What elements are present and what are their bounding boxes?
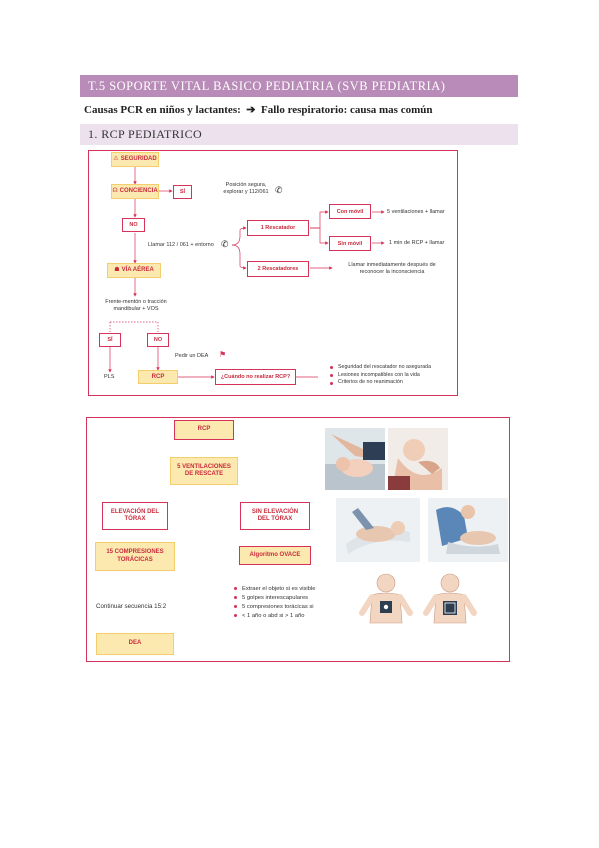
chest-thrust-illustration [428,498,508,562]
list-item: Lesiones incompatibles con la vida [330,372,431,380]
via-aerea-box: ☗ VÍA AÉREA [107,263,161,278]
seguridad-box: ⚠ SEGURIDAD [111,152,159,167]
list-item: < 1 año o abd si > 1 año [234,612,315,621]
con-movil-box: Con móvil [329,204,371,219]
posicion-segura-text: Posición segura, explorar y 112/061 [223,182,269,196]
dea-box: DEA [96,633,174,655]
pedir-dea-text: Pedir un DEA [175,353,209,359]
child-hand-position-diagram [423,573,477,624]
dos-rescatadores-box: 2 Rescatadores [247,261,309,277]
cuando-no-rcp-box: ¿Cuándo no realizar RCP? [215,369,296,385]
compresiones-box: 15 COMPRESIONES TORÁCICAS [95,542,175,571]
list-item: Criterios de no reanimación [330,379,431,387]
arrow-right-icon: ➔ [243,104,259,116]
infant-rescue-photo-2 [388,428,448,490]
sin-movil-accion: 1 min de RCP + llamar [389,240,445,246]
continuar-text: Continuar secuencia 15:2 [96,603,167,610]
pls-text: PLS [104,374,115,380]
un-rescatador-box: 1 Rescatador [247,220,309,236]
no-via-box: NO [147,333,169,347]
section-banner: T.5 SOPORTE VITAL BASICO PEDIATRIA (SVB … [80,75,518,97]
list-item: Seguridad del rescatador no asegurada [330,364,431,372]
ovace-box: Algoritmo OVACE [239,546,311,565]
ovace-steps-list: Extraer el objeto si es visible 5 golpes… [234,585,315,621]
warning-icon: ⚠ [113,156,119,163]
list-item: 5 compresiones torácicas si [234,603,315,612]
airway-icon: ☗ [114,267,120,274]
list-item: Extraer el objeto si es visible [234,585,315,594]
si-via-box: SÍ [99,333,121,347]
llamar-text: Llamar 112 / 061 + entorno [148,242,214,248]
subsection-band: 1. RCP PEDIATRICO [80,124,518,145]
intro-value: Fallo respiratorio: causa mas común [260,104,433,116]
rcp-box: RCP [138,370,178,384]
brain-icon: ☊ [112,188,118,195]
rcp-box-2: RCP [174,420,234,440]
conciencia-box: ☊ CONCIENCIA [111,184,159,199]
intro-line: Causas PCR en niños y lactantes: ➔ Fallo… [84,103,433,116]
list-item: 5 golpes interescapulares [234,594,315,603]
sin-elevacion-box: SIN ELEVACIÓN DEL TÓRAX [240,502,310,530]
ventilaciones-box: 5 VENTILACIONES DE RESCATE [170,457,238,485]
con-movil-accion: 5 ventilaciones + llamar [387,209,445,215]
elevacion-box: ELEVACIÓN DEL TÓRAX [102,502,168,530]
phone-icon: ✆ [275,185,283,195]
back-blows-illustration [336,498,420,562]
defibrillator-icon: ⚑ [219,350,227,359]
dos-rescatadores-accion: Llamar inmediatamente después de reconoc… [348,262,436,276]
si-conciencia-box: SÍ [173,185,192,199]
infant-hand-position-diagram [359,573,413,624]
intro-label: Causas PCR en niños y lactantes: [84,104,241,116]
phone-icon-2: ✆ [221,239,229,249]
infant-rescue-photo-1 [325,428,385,490]
no-conciencia-box: NO [122,218,145,232]
criterios-list: Seguridad del rescatador no asegurada Le… [330,364,431,387]
sin-movil-box: Sin móvil [329,236,371,251]
maniobra-text: Frente-mentón o tracción mandibular + VO… [105,299,167,313]
